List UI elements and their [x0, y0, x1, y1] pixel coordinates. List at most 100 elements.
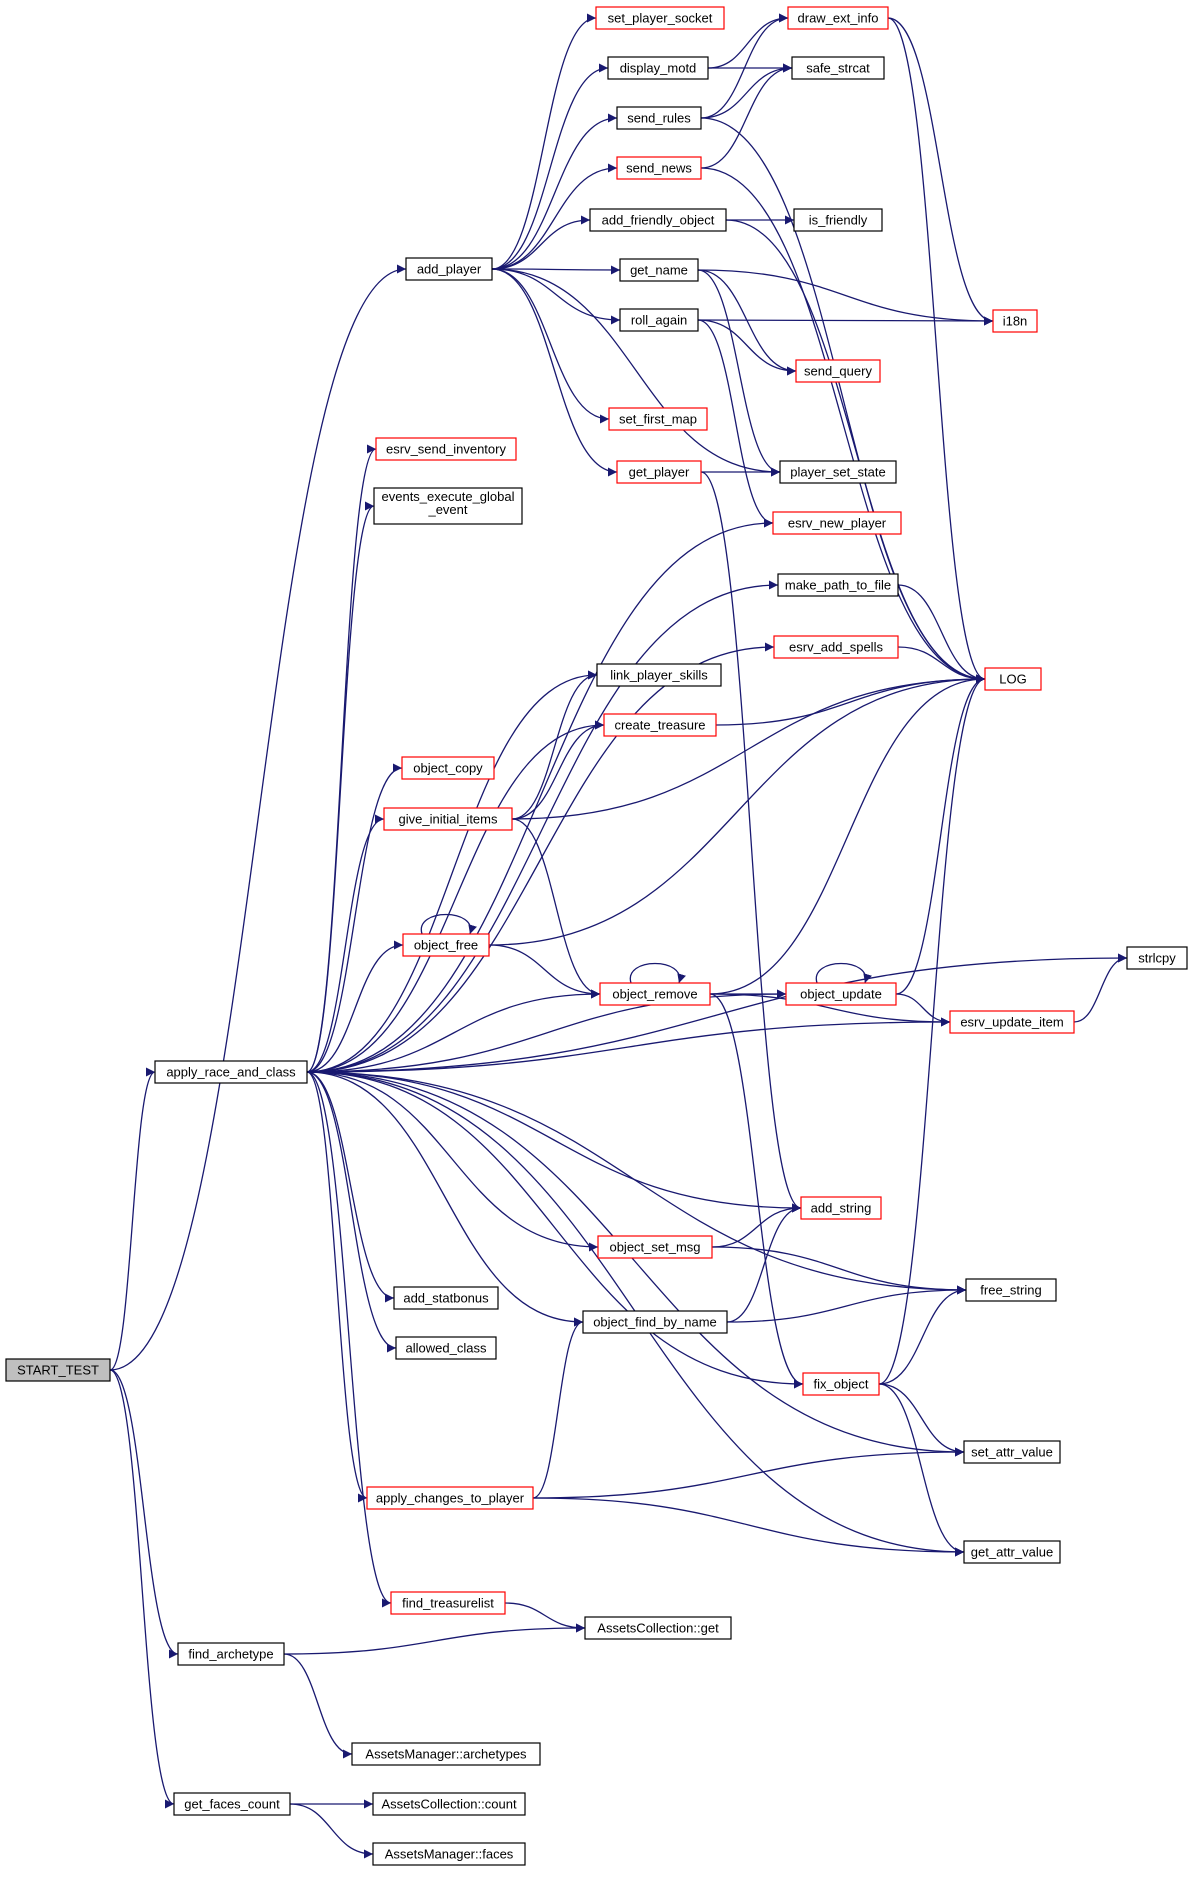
node-box	[779, 460, 897, 484]
node-create-treasure[interactable]: create_treasure	[603, 713, 717, 737]
edge-apply-race-and-class-to-object-copy	[306, 763, 403, 1073]
node-add-player[interactable]: add_player	[405, 257, 493, 281]
node-box	[603, 713, 717, 737]
node-object-set-msg[interactable]: object_set_msg	[597, 1235, 713, 1259]
edge-apply-race-and-class-to-create-treasure	[306, 720, 605, 1073]
node-add-string[interactable]: add_string	[800, 1196, 882, 1220]
node-label: object_copy	[413, 761, 483, 776]
edge-apply-race-and-class-to-link-player-skills	[306, 670, 598, 1073]
node-send-news[interactable]: send_news	[616, 156, 702, 180]
node-set-first-map[interactable]: set_first_map	[608, 407, 708, 431]
node-get-attr-value[interactable]: get_attr_value	[963, 1540, 1061, 1564]
edge-draw-ext-info-to-LOG	[887, 17, 986, 684]
node-i18n[interactable]: i18n	[992, 309, 1038, 333]
node-box	[963, 1440, 1061, 1464]
edge-start-test-to-get-faces-count	[109, 1369, 175, 1809]
node-fix-object[interactable]: fix_object	[802, 1372, 880, 1396]
node-esrv-send-inventory[interactable]: esrv_send_inventory	[375, 437, 517, 461]
node-box	[793, 208, 883, 232]
node-esrv-update-item[interactable]: esrv_update_item	[949, 1010, 1075, 1034]
node-get-faces-count[interactable]: get_faces_count	[173, 1792, 291, 1816]
node-esrv-new-player[interactable]: esrv_new_player	[772, 511, 902, 535]
node-find-archetype[interactable]: find_archetype	[177, 1642, 285, 1666]
node-send-query[interactable]: send_query	[795, 359, 881, 383]
node-link-player-skills[interactable]: link_player_skills	[596, 663, 722, 687]
edge-esrv-add-spells-to-LOG	[897, 646, 986, 684]
node-label: strlcpy	[1138, 951, 1176, 966]
node-LOG[interactable]: LOG	[984, 667, 1042, 691]
node-label: display_motd	[620, 61, 697, 76]
node-assets-collection-count[interactable]: AssetsCollection::count	[372, 1792, 526, 1816]
edge-apply-race-and-class-to-object-set-msg	[306, 1071, 599, 1252]
edge-object-find-by-name-to-free-string	[726, 1285, 967, 1323]
node-esrv-add-spells[interactable]: esrv_add_spells	[773, 635, 899, 659]
node-box	[619, 258, 699, 282]
node-safe-strcat[interactable]: safe_strcat	[791, 56, 885, 80]
node-label: apply_changes_to_player	[376, 1491, 525, 1506]
node-label: i18n	[1003, 314, 1028, 329]
node-strlcpy[interactable]: strlcpy	[1126, 946, 1188, 970]
edge-apply-race-and-class-to-strlcpy	[306, 953, 1128, 1073]
node-box	[402, 933, 490, 957]
node-set-attr-value[interactable]: set_attr_value	[963, 1440, 1061, 1464]
node-object-free[interactable]: object_free	[402, 933, 490, 957]
node-display-motd[interactable]: display_motd	[607, 56, 709, 80]
node-assets-collection-get[interactable]: AssetsCollection::get	[584, 1616, 732, 1640]
edge-add-player-to-set-player-socket	[491, 13, 597, 270]
node-player-set-state[interactable]: player_set_state	[779, 460, 897, 484]
edge-add-player-to-get-player	[491, 268, 618, 477]
node-start-test[interactable]: START_TEST	[5, 1358, 111, 1382]
node-add-statbonus[interactable]: add_statbonus	[393, 1286, 499, 1310]
node-send-rules[interactable]: send_rules	[616, 106, 702, 130]
edge-apply-changes-to-player-to-set-attr-value	[532, 1447, 965, 1499]
node-set-player-socket[interactable]: set_player_socket	[595, 6, 725, 30]
node-box	[405, 257, 493, 281]
node-allowed-class[interactable]: allowed_class	[395, 1336, 497, 1360]
node-label: get_player	[629, 465, 690, 480]
edge-apply-race-and-class-to-apply-changes-to-player	[306, 1071, 368, 1503]
node-label: set_attr_value	[971, 1445, 1053, 1460]
node-label: _event	[427, 502, 467, 517]
node-apply-changes-to-player[interactable]: apply_changes_to_player	[366, 1486, 534, 1510]
node-object-find-by-name[interactable]: object_find_by_name	[582, 1310, 728, 1334]
node-draw-ext-info[interactable]: draw_ext_info	[787, 6, 889, 30]
node-label: link_player_skills	[610, 668, 708, 683]
edge-apply-race-and-class-to-object-find-by-name	[306, 1071, 584, 1327]
node-box	[795, 359, 881, 383]
node-assets-manager-faces[interactable]: AssetsManager::faces	[372, 1842, 526, 1866]
node-label: is_friendly	[809, 213, 868, 228]
edge-apply-race-and-class-to-allowed-class	[306, 1071, 397, 1353]
node-make-path-to-file[interactable]: make_path_to_file	[777, 573, 899, 597]
edge-roll-again-to-esrv-new-player	[697, 319, 774, 528]
node-object-remove[interactable]: object_remove	[599, 982, 711, 1006]
node-box	[351, 1742, 541, 1766]
edge-roll-again-to-send-query	[697, 319, 797, 376]
node-label: roll_again	[631, 313, 687, 328]
edge-layer	[109, 13, 1128, 1859]
node-get-player[interactable]: get_player	[616, 460, 702, 484]
node-get-name[interactable]: get_name	[619, 258, 699, 282]
edge-add-player-to-send-news	[491, 163, 618, 270]
node-label: AssetsManager::faces	[385, 1847, 514, 1862]
edge-apply-race-and-class-to-make-path-to-file	[306, 580, 779, 1073]
node-assets-manager-archetypes[interactable]: AssetsManager::archetypes	[351, 1742, 541, 1766]
node-box	[773, 635, 899, 659]
node-box	[772, 511, 902, 535]
node-object-update[interactable]: object_update	[785, 982, 897, 1006]
node-free-string[interactable]: free_string	[965, 1278, 1057, 1302]
node-is-friendly[interactable]: is_friendly	[793, 208, 883, 232]
node-find-treasurelist[interactable]: find_treasurelist	[390, 1591, 506, 1615]
edge-object-free-to-LOG	[488, 674, 986, 946]
node-apply-race-and-class[interactable]: apply_race_and_class	[154, 1060, 308, 1084]
node-events-execute-global-event[interactable]: events_execute_global_event	[373, 487, 523, 525]
node-label: add_player	[417, 262, 482, 277]
node-roll-again[interactable]: roll_again	[619, 308, 699, 332]
node-label: safe_strcat	[806, 61, 870, 76]
edge-object-update-to-esrv-update-item	[895, 993, 951, 1027]
node-box	[390, 1591, 506, 1615]
node-object-copy[interactable]: object_copy	[401, 756, 495, 780]
node-box	[619, 308, 699, 332]
node-give-initial-items[interactable]: give_initial_items	[383, 807, 513, 831]
node-label: apply_race_and_class	[166, 1065, 296, 1080]
node-add-friendly-object[interactable]: add_friendly_object	[589, 208, 727, 232]
